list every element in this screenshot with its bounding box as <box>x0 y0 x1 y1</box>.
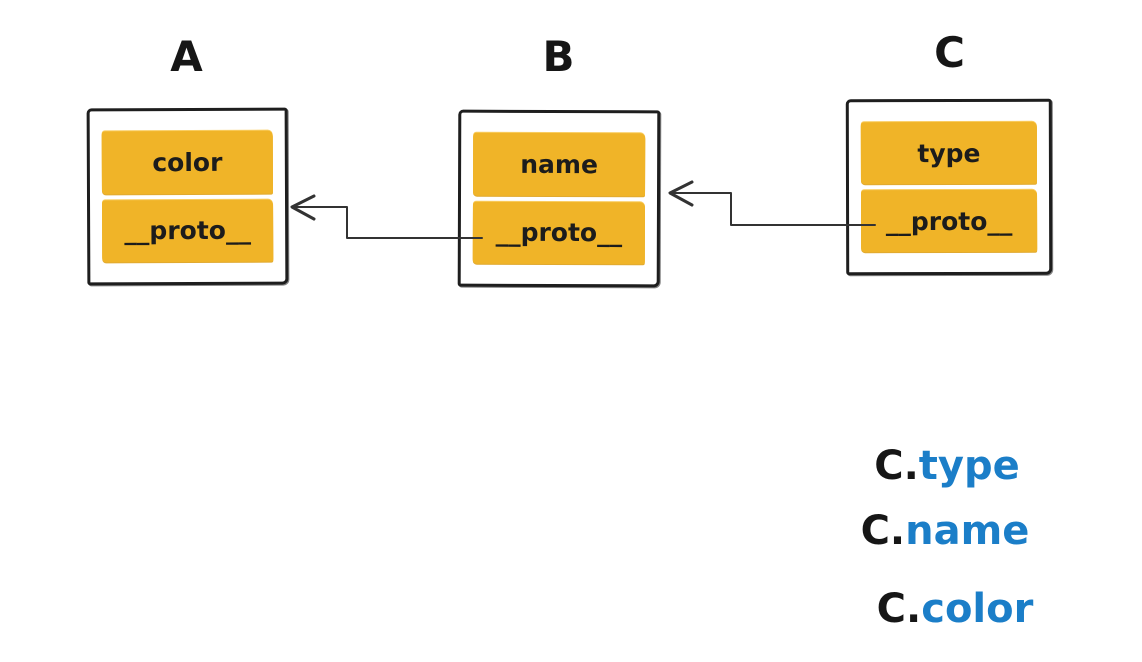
expression-object-prefix: C. <box>874 443 919 489</box>
expression-object-prefix: C. <box>876 586 922 632</box>
arrowhead-left-icon <box>668 180 694 207</box>
object-label-c: C <box>934 28 966 77</box>
connector-c-to-b <box>668 180 876 226</box>
object-label-a: A <box>170 32 204 81</box>
connector-b-to-a <box>290 194 483 239</box>
object-box-c: type __proto__ <box>845 98 1053 276</box>
field-row-proto-a: __proto__ <box>102 199 274 263</box>
expression-c-type: C.type <box>874 443 1020 489</box>
expression-property: type <box>918 443 1020 489</box>
object-label-b: B <box>542 32 576 81</box>
field-row-proto-b: __proto__ <box>472 201 645 265</box>
arrowhead-left-icon <box>290 194 316 221</box>
expression-property: name <box>905 508 1030 554</box>
object-box-a: color __proto__ <box>86 107 289 286</box>
expression-object-prefix: C. <box>860 508 906 554</box>
field-row-color: color <box>101 130 273 194</box>
field-row-type: type <box>860 121 1037 185</box>
field-row-proto-c: __proto__ <box>861 189 1038 253</box>
expression-c-color: C.color <box>877 586 1034 632</box>
expression-c-name: C.name <box>861 508 1030 554</box>
field-row-name: name <box>473 132 646 196</box>
object-box-b: name __proto__ <box>457 109 661 288</box>
expression-property: color <box>921 586 1034 632</box>
